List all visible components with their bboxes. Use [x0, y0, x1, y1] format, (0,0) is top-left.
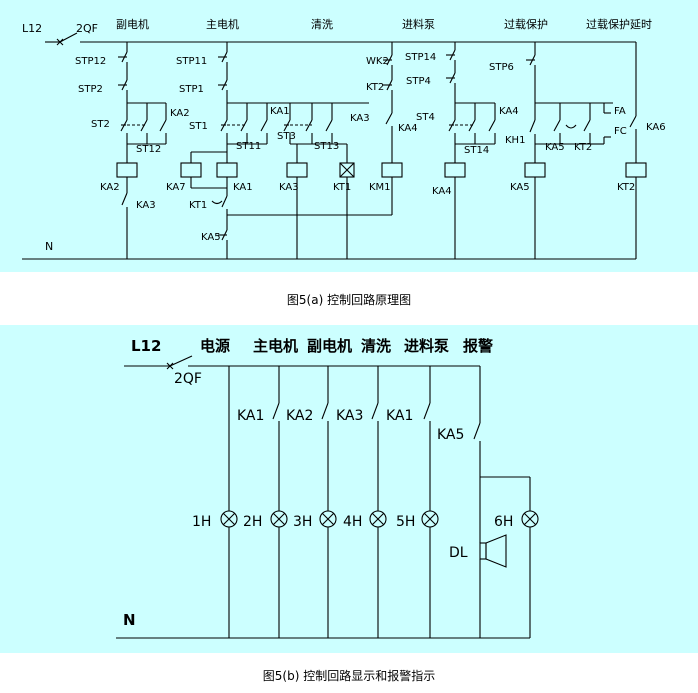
- label-ka5-contact-2: KA5: [545, 142, 565, 153]
- coil-ka3: [286, 162, 308, 178]
- label-stp6: STP6: [489, 62, 514, 73]
- lamp-label-2h: 2H: [243, 514, 262, 530]
- label-fa: FA: [614, 106, 626, 117]
- label-st2: ST2: [91, 119, 110, 130]
- coil-ka2: [116, 162, 138, 178]
- label-st14: ST14: [464, 145, 489, 156]
- label-stp11: STP11: [176, 56, 207, 67]
- lamp-label-3h: 3H: [293, 514, 312, 530]
- label-ka4-contact: KA4: [398, 123, 418, 134]
- display-alarm-panel: L12 2QF N 电源 主电机 副电机 清洗 进料泵 报警 1H KA1 2H…: [0, 325, 698, 653]
- contact-label-ka2: KA2: [286, 408, 313, 424]
- contact-label-ka5: KA5: [437, 427, 464, 443]
- display-alarm-schematic: L12 2QF N 电源 主电机 副电机 清洗 进料泵 报警 1H KA1 2H…: [116, 337, 539, 639]
- label-km1-coil: KM1: [369, 182, 391, 193]
- label-wk2: WK2: [366, 56, 389, 67]
- label-kt2-contact: KT2: [366, 82, 384, 93]
- label-ka7: KA7: [166, 182, 186, 193]
- coil-km1: [381, 162, 403, 178]
- label-kh1: KH1: [505, 135, 525, 146]
- header-aux-motor: 副电机: [116, 17, 149, 31]
- label-stp1: STP1: [179, 84, 204, 95]
- header-cleaning: 清洗: [311, 18, 333, 31]
- coil-kt2: [625, 162, 647, 178]
- coil-ka4: [444, 162, 466, 178]
- lamp-label-6h: 6H: [494, 514, 513, 530]
- header-overload-delay: 过载保护延时: [586, 17, 652, 31]
- contact-label-ka3: KA3: [336, 408, 363, 424]
- label-ka5-coil: KA5: [510, 182, 530, 193]
- supply-label: L12: [22, 22, 42, 35]
- label-ka4-coil: KA4: [432, 186, 452, 197]
- coil-ka1: [216, 162, 238, 178]
- header-alarm: 报警: [463, 337, 493, 355]
- label-ka6: KA6: [646, 122, 666, 133]
- label-stp4: STP4: [406, 76, 431, 87]
- label-ka2-coil: KA2: [100, 182, 120, 193]
- label-kt1-contact: KT1: [189, 200, 207, 211]
- supply-label-b: L12: [131, 337, 161, 355]
- buzzer-dl: [479, 542, 487, 560]
- breaker-label: 2QF: [76, 22, 98, 35]
- label-stp14: STP14: [405, 52, 436, 63]
- label-ka2-contact: KA2: [170, 108, 190, 119]
- breaker-label-b: 2QF: [174, 371, 202, 387]
- label-ka3-contact: KA3: [136, 200, 156, 211]
- label-st3: ST3: [277, 131, 296, 142]
- header-aux-motor-b: 副电机: [307, 337, 352, 355]
- figure-b-caption: 图5(b) 控制回路显示和报警指示: [262, 669, 436, 683]
- label-kt2-coil: KT2: [617, 182, 635, 193]
- contact-label-ka1-2: KA1: [386, 408, 413, 424]
- lamp-label-5h: 5H: [396, 514, 415, 530]
- label-st4: ST4: [416, 112, 435, 123]
- label-ka4-contact-2: KA4: [499, 106, 519, 117]
- label-stp12: STP12: [75, 56, 106, 67]
- control-circuit-schematic: L12 2QF N 副电机 主电机 清洗 进料泵 过载保护 过载保护延时 STP…: [22, 17, 666, 260]
- header-main-motor-b: 主电机: [253, 337, 298, 355]
- label-ka3-coil: KA3: [279, 182, 299, 193]
- label-ka1-coil: KA1: [233, 182, 253, 193]
- header-overload: 过载保护: [504, 17, 548, 31]
- label-ka3-contact: KA3: [350, 113, 370, 124]
- label-kt2-contact-2: KT2: [574, 142, 592, 153]
- contact-label-ka1: KA1: [237, 408, 264, 424]
- header-main-motor: 主电机: [206, 17, 239, 31]
- header-cleaning-b: 清洗: [361, 337, 391, 355]
- header-feed-pump: 进料泵: [402, 17, 435, 31]
- coil-ka5: [524, 162, 546, 178]
- label-st11: ST11: [236, 141, 261, 152]
- lamp-label-1h: 1H: [192, 514, 211, 530]
- label-st12: ST12: [136, 144, 161, 155]
- label-fc: FC: [614, 126, 627, 137]
- neutral-label: N: [45, 240, 53, 253]
- label-kt1-coil: KT1: [333, 182, 351, 193]
- figure-a-caption: 图5(a) 控制回路原理图: [286, 293, 412, 307]
- buzzer-label-dl: DL: [449, 545, 468, 561]
- label-stp2: STP2: [78, 84, 103, 95]
- label-ka1-contact: KA1: [270, 106, 290, 117]
- label-st1: ST1: [189, 121, 208, 132]
- lamp-label-4h: 4H: [343, 514, 362, 530]
- label-st13: ST13: [314, 141, 339, 152]
- neutral-label-b: N: [123, 611, 136, 629]
- label-ka5-contact: KA5: [201, 232, 221, 243]
- header-power: 电源: [200, 337, 230, 355]
- header-feed-pump-b: 进料泵: [404, 337, 449, 355]
- control-circuit-schematic-panel: L12 2QF N 副电机 主电机 清洗 进料泵 过载保护 过载保护延时 STP…: [0, 0, 698, 272]
- coil-ka7: [180, 162, 202, 178]
